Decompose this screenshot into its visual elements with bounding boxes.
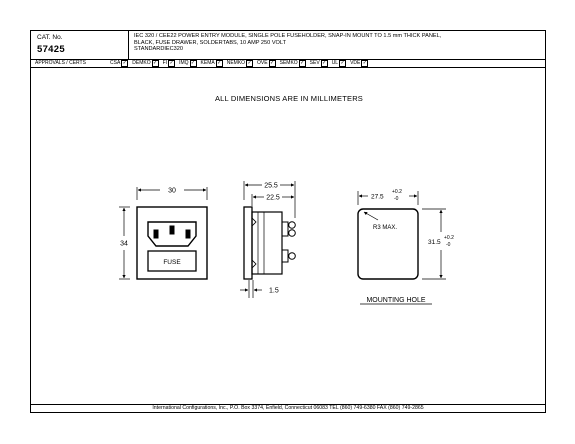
checkbox-icon: ✓: [298, 60, 306, 67]
catalog-label: CAT. No.: [37, 34, 63, 41]
checkbox-icon: ✓: [320, 60, 328, 67]
catalog-number: 57425: [37, 44, 65, 55]
approval-label: VDE: [350, 60, 361, 66]
approval-item: IMQ✓: [179, 60, 197, 67]
corner-radius-label: R3 MAX.: [373, 225, 397, 231]
approval-item: FI✓: [162, 60, 176, 67]
approval-item: VDE✓: [350, 60, 369, 67]
description-line: BLACK, FUSE DRAWER, SOLDERTABS, 10 AMP 2…: [134, 39, 287, 46]
hole-height-tol-minus: -0: [446, 242, 451, 248]
approval-item: DEMKO✓: [132, 60, 159, 67]
checkbox-icon: ✓: [339, 60, 347, 67]
drawing-sheet: CAT. No. 57425 IEC 320 / CEE22 POWER ENT…: [30, 30, 546, 413]
solder-tab: [281, 249, 289, 263]
side-overall-label: 25.5: [264, 183, 278, 190]
snap-latch: [251, 259, 257, 269]
hole-width-tol-minus: -0: [394, 196, 399, 202]
approval-label: UL: [331, 60, 339, 66]
approval-label: SEV: [309, 60, 320, 66]
fuse-label: FUSE: [163, 259, 181, 266]
inlet-pin-earth: [169, 225, 175, 235]
side-flange: [243, 206, 253, 280]
snap-latch: [251, 217, 257, 227]
hole-width-tol-plus: +0.2: [392, 189, 402, 195]
checkbox-icon: ✓: [246, 60, 254, 67]
side-view: [240, 181, 296, 298]
inlet-pin-left: [153, 229, 159, 239]
approval-label: OVE: [257, 60, 268, 66]
checkbox-icon: ✓: [168, 60, 176, 67]
checkbox-icon: ✓: [361, 60, 369, 67]
approval-label: SEMKO: [279, 60, 298, 66]
side-body: [251, 211, 283, 275]
approval-item: KEMA✓: [201, 60, 223, 67]
product-description: IEC 320 / CEE22 POWER ENTRY MODULE, SING…: [134, 33, 544, 53]
iec-inlet-outline: [147, 221, 197, 247]
approval-item: CSA✓: [110, 60, 129, 67]
front-width-label: 30: [168, 188, 176, 195]
hole-height-tol-plus: +0.2: [444, 235, 454, 241]
approval-label: IMQ: [179, 60, 189, 66]
approval-item: OVE✓: [257, 60, 276, 67]
approval-item: UL✓: [331, 60, 347, 67]
approval-label: NEMKO: [226, 60, 246, 66]
description-line: IEC 320 / CEE22 POWER ENTRY MODULE, SING…: [134, 33, 442, 39]
units-note: ALL DIMENSIONS ARE IN MILLIMETERS: [214, 94, 364, 103]
company-footer: International Configurations, Inc., P.O.…: [31, 404, 545, 412]
solder-tab-ring: [288, 229, 296, 237]
approval-item: SEV✓: [310, 60, 328, 67]
side-body-label: 22.5: [266, 195, 280, 202]
checkbox-icon: ✓: [151, 60, 159, 67]
approval-item: SEMKO✓: [280, 60, 306, 67]
approval-label: DEMKO: [132, 60, 151, 66]
mounting-hole-view: [357, 191, 446, 305]
solder-tab-ring: [288, 221, 296, 229]
approvals-list: CSA✓DEMKO✓FI✓IMQ✓KEMA✓NEMKO✓OVE✓SEMKO✓SE…: [110, 60, 372, 67]
approvals-label: APPROVALS / CERTS: [35, 60, 86, 66]
checkbox-icon: ✓: [215, 60, 223, 67]
solder-tab-ring: [288, 252, 296, 260]
approval-label: FI: [162, 60, 168, 66]
solder-tab: [281, 221, 289, 237]
hole-height-label: 31.5: [428, 239, 441, 246]
checkbox-icon: ✓: [189, 60, 197, 67]
front-height-label: 34: [120, 241, 128, 248]
radius-leader: [363, 211, 379, 221]
checkbox-icon: ✓: [121, 60, 129, 67]
approval-label: CSA: [110, 60, 121, 66]
hole-width-label: 27.5: [371, 194, 384, 201]
catalog-cell: CAT. No. 57425: [31, 31, 129, 60]
mounting-hole-outline: [357, 208, 419, 280]
approval-item: NEMKO✓: [226, 60, 254, 67]
inlet-pin-right: [185, 229, 191, 239]
fuse-drawer: [147, 250, 197, 272]
approval-label: KEMA: [200, 60, 215, 66]
approvals-row: APPROVALS / CERTS CSA✓DEMKO✓FI✓IMQ✓KEMA✓…: [31, 60, 545, 68]
title-block: CAT. No. 57425 IEC 320 / CEE22 POWER ENT…: [31, 31, 545, 60]
mounting-hole-caption: MOUNTING HOLE: [366, 297, 425, 304]
front-outline: [136, 206, 208, 280]
panel-thickness-label: 1.5: [269, 288, 279, 295]
checkbox-icon: ✓: [268, 60, 276, 67]
front-view: [119, 187, 208, 280]
description-line: STANDARDIEC320: [134, 46, 184, 53]
